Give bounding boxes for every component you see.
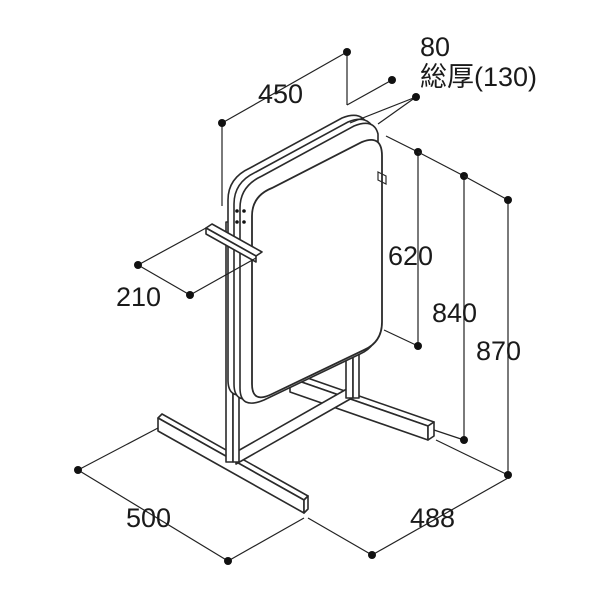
dim-ext-620-top [385,135,419,153]
base-foot-right-end [427,421,435,441]
label-620: 620 [388,241,433,271]
dim-ext-870-top [463,175,509,201]
label-total-thickness: 総厚(130) [420,62,537,92]
dim-dot [134,261,142,269]
dim-ext-840-bottom [433,429,465,441]
dim-line-500 [77,469,229,562]
dim-line-450 [221,51,348,124]
rivet [235,209,239,213]
sign-board [227,114,387,404]
board-front-face [251,138,383,399]
label-80: 80 [420,32,450,62]
arm [205,223,263,263]
label-870: 870 [476,336,521,366]
label-500: 500 [126,503,171,533]
dim-dot [412,93,420,101]
rivet [235,220,239,224]
dim-line-488 [371,477,509,556]
board-side-tab [377,171,387,185]
dim-ext-840-top [417,151,465,177]
dim-line-210 [137,264,191,296]
dim-dot [218,119,226,127]
rivet [242,220,246,224]
arm-side [205,227,257,263]
dim-dot [74,466,82,474]
dim-line-80 [346,79,393,106]
label-210: 210 [116,282,161,312]
dim-ext-620-bottom [383,329,419,347]
dimension-lines [74,48,512,565]
dim-ext-130 [377,96,417,125]
dim-dot [388,76,396,84]
base-foot-left-end [303,495,309,514]
dim-ext-210-left [137,227,207,266]
label-840: 840 [432,298,477,328]
dim-ext-870-bottom [435,439,509,476]
dim-ext-500-left [77,427,159,471]
rivet [242,209,246,213]
dim-dot [343,48,351,56]
dimension-labels: 450 80 総厚(130) 620 840 870 210 500 488 [116,32,537,533]
dim-dot [368,551,376,559]
dim-dot [224,557,232,565]
dim-dot [504,196,512,204]
label-488: 488 [410,503,455,533]
base-frame [157,373,435,514]
dim-dot [186,291,194,299]
dim-ext-488-left [307,517,373,556]
dim-dot [504,471,512,479]
dim-dot [414,342,422,350]
dim-ext-500-right [227,517,305,562]
dim-ext-210-right [189,257,257,296]
label-450: 450 [258,79,303,109]
dim-line-130 [349,96,417,124]
dim-dot [460,436,468,444]
